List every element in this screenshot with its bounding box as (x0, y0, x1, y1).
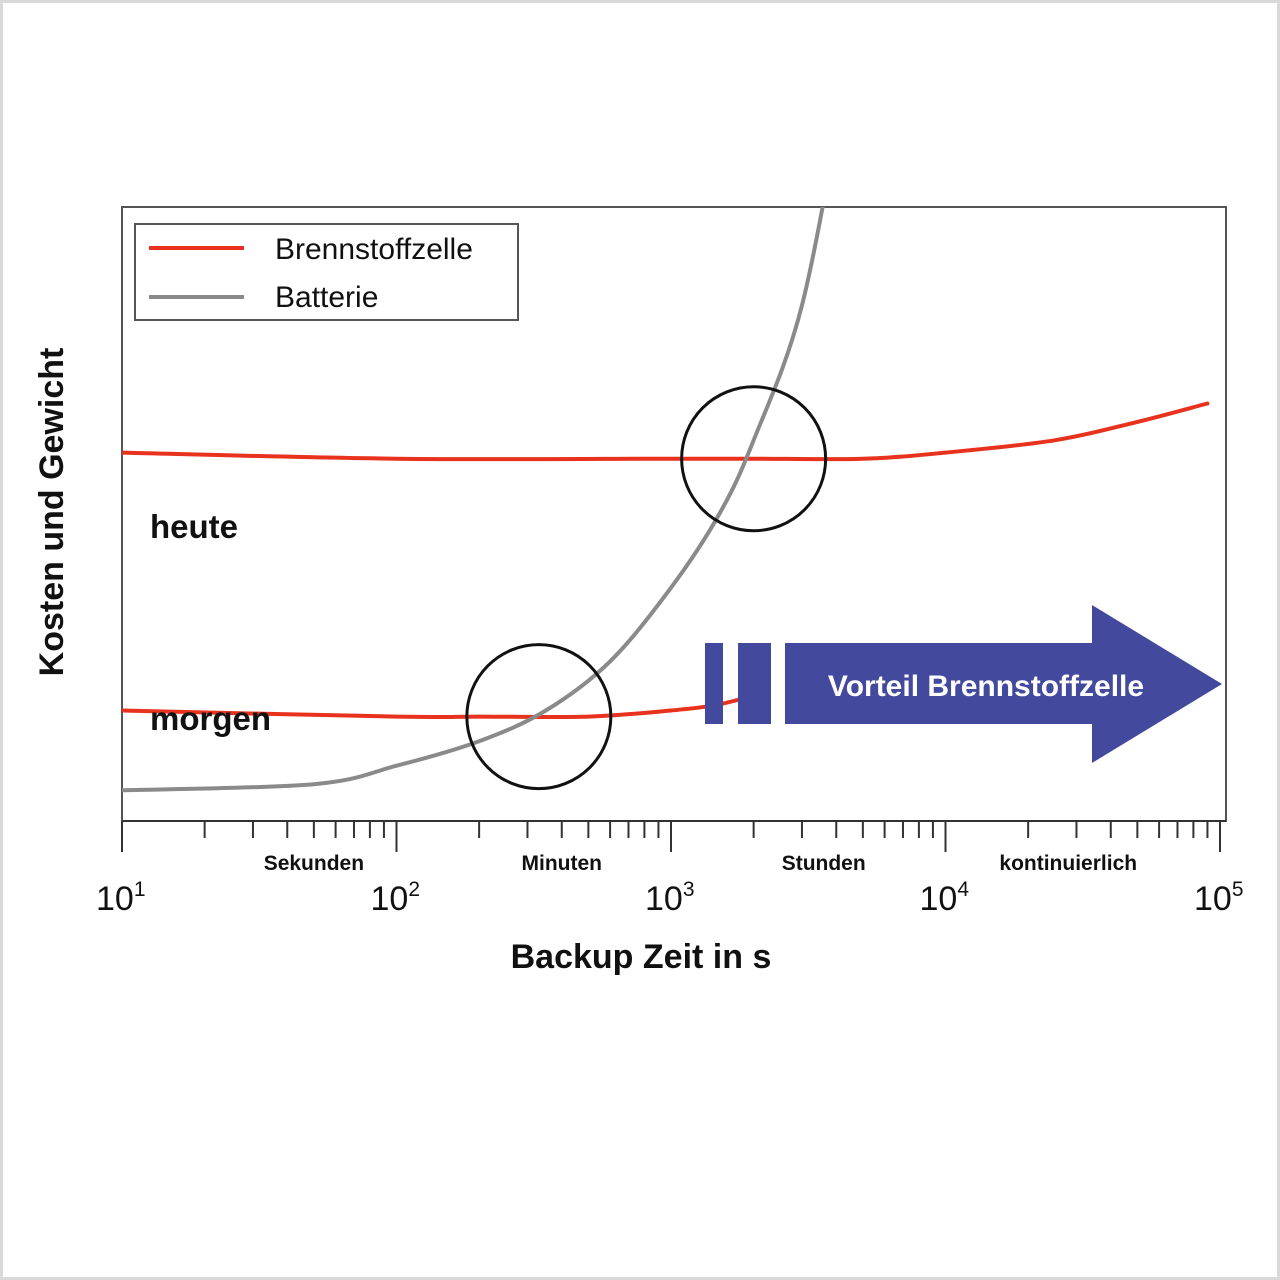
legend: Brennstoffzelle Batterie (134, 223, 519, 321)
x-region-label: Sekunden (264, 852, 364, 875)
x-region-label: Stunden (782, 852, 866, 875)
x-axis-region-labels: Sekunden Minuten Stunden kontinuierlich (264, 852, 1137, 875)
comparison-circle-2 (465, 643, 613, 791)
x-axis-title: Backup Zeit in s (511, 938, 772, 976)
comparison-circle-1 (680, 385, 828, 533)
legend-box (134, 223, 519, 321)
x-region-label: kontinuierlich (999, 852, 1137, 875)
advantage-arrow: Vorteil Brennstoffzelle (705, 605, 1222, 763)
x-axis-minor-ticks (203, 821, 1209, 838)
x-axis: 101 102 103 104 105 Sekunden Minuten Stunden ko… (96, 820, 1244, 918)
x-axis-major-ticks: 101 102 103 104 105 (96, 821, 1244, 918)
x-region-label: Minuten (522, 852, 602, 875)
x-tick-label: 103 (645, 878, 695, 918)
y-axis-title: Kosten und Gewicht (33, 348, 71, 677)
x-tick-label: 105 (1194, 878, 1244, 918)
x-tick-label: 104 (920, 878, 970, 918)
circle-layer (465, 385, 828, 791)
level-label-heute: heute (150, 508, 238, 545)
series-brennstoffzelle-heute-line (122, 401, 1210, 462)
arrow-shape (785, 605, 1222, 763)
x-tick-label: 102 (371, 878, 421, 918)
legend-label-batterie: Batterie (275, 281, 378, 314)
arrow-bar-1 (705, 643, 723, 724)
series-batterie-line (122, 207, 825, 793)
arrow-bar-2 (738, 643, 771, 724)
legend-label-brennstoffzelle: Brennstoffzelle (275, 233, 473, 266)
x-tick-label: 101 (96, 878, 146, 918)
level-label-morgen: morgen (150, 700, 271, 737)
arrow-label: Vorteil Brennstoffzelle (828, 670, 1144, 703)
